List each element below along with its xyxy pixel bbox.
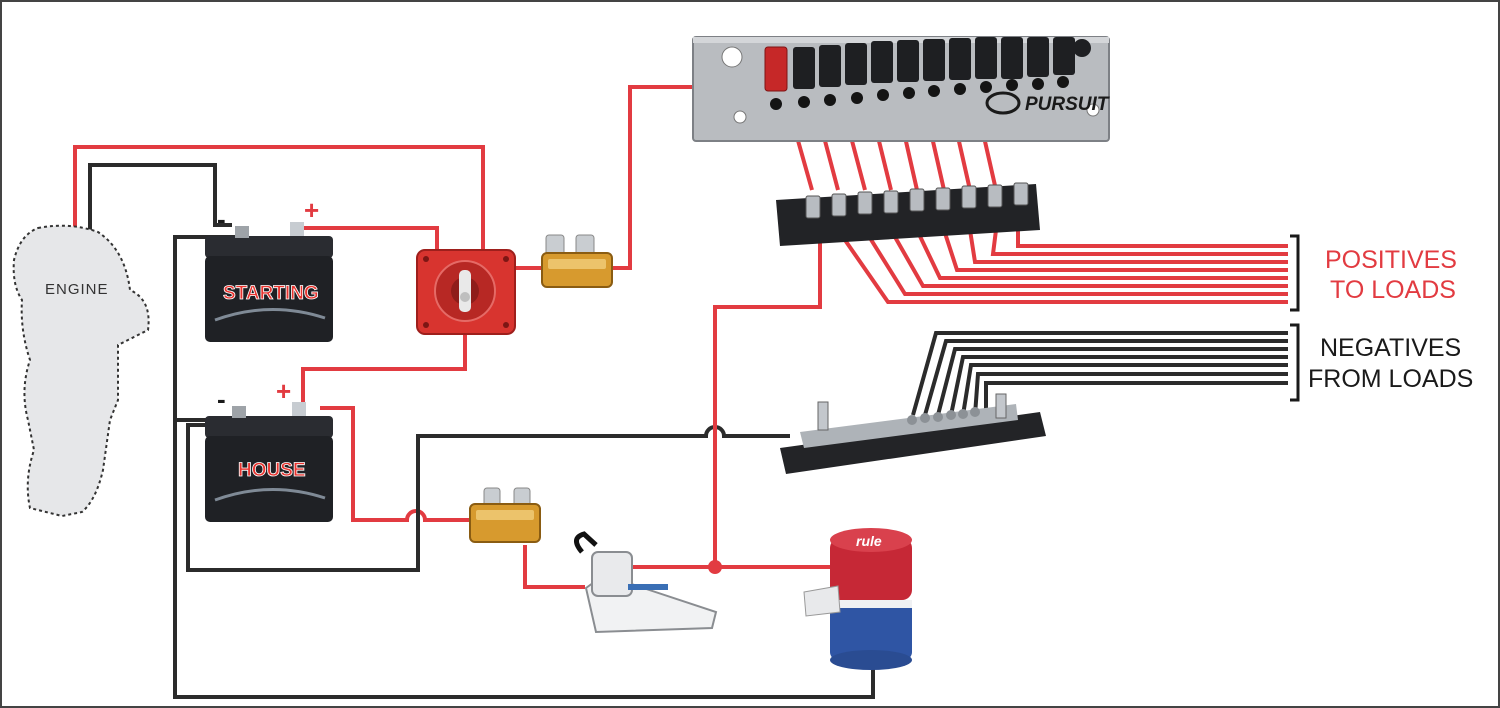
starting-battery: STARTING bbox=[205, 222, 333, 342]
negatives-label-line2: FROM LOADS bbox=[1308, 365, 1473, 393]
panel-logo-icon bbox=[985, 91, 1021, 115]
starting-terminal-pos bbox=[290, 222, 304, 236]
starting-battery-body bbox=[205, 256, 333, 342]
bus-bar-stud bbox=[995, 393, 1007, 419]
float-switch-icon bbox=[574, 531, 718, 634]
engine: ENGINE bbox=[12, 224, 150, 518]
engine-negative-wire bbox=[88, 163, 232, 235]
panel-screw bbox=[733, 110, 747, 124]
block-feed-wire bbox=[713, 235, 822, 567]
house-battery-body bbox=[205, 436, 333, 522]
house-negative-loop bbox=[186, 423, 790, 572]
starting-minus-sign: - bbox=[217, 204, 226, 234]
negatives-bracket bbox=[1290, 323, 1300, 402]
bilge-pump-icon: rule bbox=[803, 528, 912, 670]
house-to-bilge-fuse-wire bbox=[320, 406, 470, 522]
house-minus-sign: - bbox=[217, 384, 226, 414]
house-battery-swoosh bbox=[214, 487, 326, 502]
bilge-fuse-body bbox=[469, 503, 541, 543]
positives-bracket bbox=[1290, 234, 1300, 312]
terminal-block bbox=[776, 182, 1040, 246]
house-battery: HOUSE bbox=[205, 402, 333, 522]
starting-positive-wire bbox=[300, 226, 439, 252]
negatives-label-line1: NEGATIVES bbox=[1320, 334, 1461, 362]
bus-bar-stud bbox=[817, 401, 829, 431]
panel-brand: PURSUIT bbox=[1025, 94, 1110, 115]
main-fuse bbox=[541, 234, 613, 288]
starting-plus-sign: + bbox=[304, 195, 319, 225]
positives-label-line1: POSITIVES bbox=[1325, 246, 1457, 274]
fuse-to-float-wire bbox=[523, 545, 585, 589]
pump-brand: rule bbox=[856, 533, 882, 549]
house-terminal-neg bbox=[232, 406, 246, 418]
panel-rocker-switches bbox=[793, 37, 1091, 89]
starting-battery-swoosh bbox=[214, 307, 326, 322]
panel-to-block-wires bbox=[795, 136, 998, 191]
battery-switch-icon bbox=[416, 249, 516, 335]
panel-mount-hole bbox=[721, 46, 743, 68]
positives-label-line2: TO LOADS bbox=[1330, 276, 1456, 304]
panel-master-switch bbox=[764, 46, 788, 92]
positive-load-wires bbox=[836, 228, 1288, 304]
panel-breakers bbox=[770, 76, 1069, 110]
switch-panel: PURSUIT bbox=[692, 36, 1110, 142]
negative-load-wires bbox=[911, 331, 1288, 416]
engine-label: ENGINE bbox=[45, 281, 109, 298]
engine-outline-icon bbox=[12, 224, 150, 518]
wires bbox=[73, 85, 1288, 699]
junction-dot bbox=[708, 560, 722, 574]
switch-to-house-wire bbox=[301, 332, 467, 408]
starting-terminal-neg bbox=[235, 226, 249, 238]
engine-positive-wire bbox=[73, 145, 485, 268]
panel-screw bbox=[1086, 103, 1100, 117]
house-battery-lid bbox=[205, 416, 333, 438]
main-negative-wire bbox=[173, 235, 875, 699]
main-fuse-body bbox=[541, 252, 613, 288]
house-label: HOUSE bbox=[238, 460, 306, 481]
bilge-fuse bbox=[469, 487, 541, 543]
house-terminal-pos bbox=[292, 402, 306, 416]
starting-label: STARTING bbox=[223, 283, 319, 304]
fuse-to-panel-wire bbox=[610, 85, 692, 270]
starting-battery-lid bbox=[205, 236, 333, 258]
bus-bar bbox=[780, 393, 1046, 474]
house-plus-sign: + bbox=[276, 376, 291, 406]
